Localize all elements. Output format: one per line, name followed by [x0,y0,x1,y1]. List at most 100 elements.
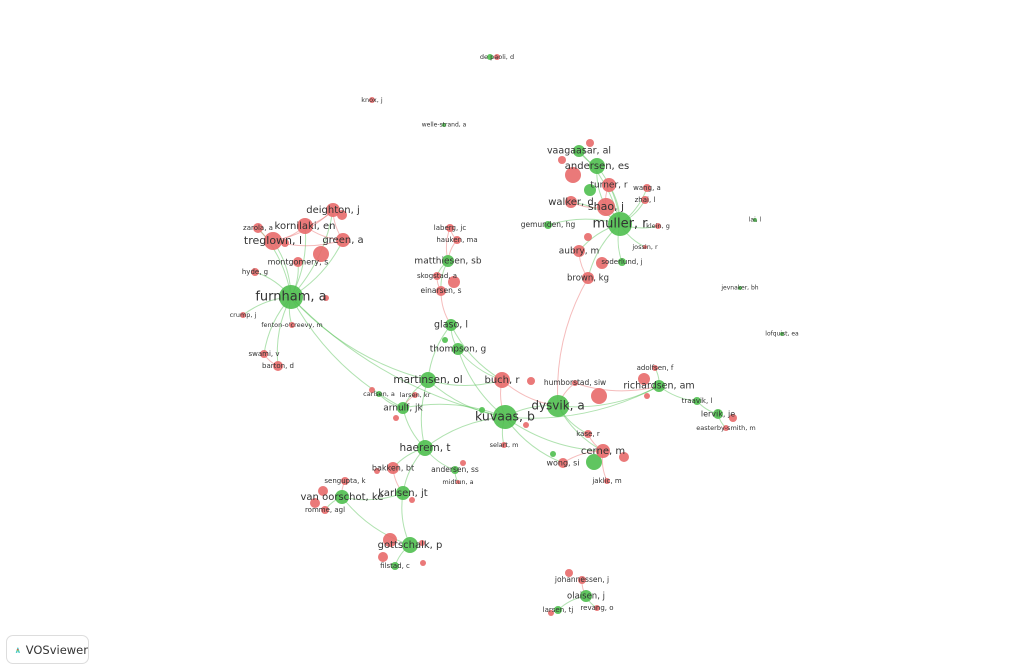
node-label[interactable]: jossin, r [631,243,658,251]
node-label[interactable]: wong, si [546,459,579,468]
node[interactable] [436,286,446,296]
node[interactable] [565,167,581,183]
node[interactable] [369,387,375,393]
node[interactable] [433,272,441,280]
node[interactable] [448,276,460,288]
node[interactable] [597,198,615,216]
node-label[interactable]: montgomery, s [268,258,329,267]
node[interactable] [723,425,729,431]
node[interactable] [643,245,647,249]
node[interactable] [442,123,446,127]
node-label[interactable]: karlsen, jt [378,488,427,499]
node-label[interactable]: matthiesen, sb [414,257,481,267]
node[interactable] [452,343,464,355]
node[interactable] [279,285,303,309]
node[interactable] [584,430,592,438]
node-label[interactable]: glaso, l [434,320,468,331]
node[interactable] [420,560,426,566]
node[interactable] [738,286,742,290]
node-label[interactable]: knox, j [361,96,383,104]
node[interactable] [602,178,616,192]
node-label[interactable]: jevnaker, bh [720,285,758,292]
node-label[interactable]: lai, l [749,217,762,224]
vosviewer-logo[interactable]: VOSviewer [6,635,89,664]
node[interactable] [573,145,585,157]
node[interactable] [565,196,577,208]
node[interactable] [240,312,246,318]
node[interactable] [548,610,554,616]
node-label[interactable]: olaisen, j [567,592,605,602]
node[interactable] [297,218,313,234]
node-label[interactable]: wang, a [633,184,661,192]
node-label[interactable]: midtun, a [442,478,473,486]
node-label[interactable]: de paoli, d [480,53,514,61]
node-label[interactable]: van oorschot, ke [301,492,384,503]
node[interactable] [251,268,259,276]
node-label[interactable]: soderlund, j [601,258,642,266]
node[interactable] [550,451,556,457]
node-label[interactable]: zhai, l [635,196,656,204]
node[interactable] [638,373,650,385]
node-label[interactable]: klein, g [646,222,670,230]
node[interactable] [293,257,303,267]
node-label[interactable]: kase, r [576,430,600,438]
node-label[interactable]: welle-strand, a [422,122,467,129]
node-label[interactable]: jaklic, m [591,477,621,485]
node[interactable] [572,380,578,386]
node[interactable] [281,239,289,247]
node-label[interactable]: gemunden, hg [521,220,576,229]
node[interactable] [442,337,448,343]
node-label[interactable]: einarsen, s [420,286,461,295]
node-label[interactable]: romme, agl [305,506,345,514]
node-label[interactable]: larsen, tj [543,606,574,614]
node[interactable] [604,478,610,484]
node-label[interactable]: laberg, jc [434,224,467,232]
node[interactable] [544,221,552,229]
node[interactable] [596,444,610,458]
node-label[interactable]: selart, m [490,441,519,449]
node-label[interactable]: larsen, kr [400,391,431,399]
node[interactable] [387,462,399,474]
node[interactable] [493,405,517,429]
node[interactable] [321,506,329,514]
node-label[interactable]: muller, r [592,217,648,232]
node[interactable] [494,372,510,388]
node-label[interactable]: hyde, g [242,268,268,276]
node[interactable] [310,498,320,508]
node[interactable] [409,497,415,503]
node[interactable] [383,533,397,547]
node[interactable] [586,454,602,470]
node-label[interactable]: revang, o [580,604,613,612]
node[interactable] [323,295,329,301]
node[interactable] [412,392,418,398]
node[interactable] [586,139,594,147]
node[interactable] [644,393,650,399]
node[interactable] [618,258,626,266]
node-label[interactable]: lervik, je [701,410,735,419]
node-label[interactable]: aubry, m [559,247,599,257]
node[interactable] [451,466,459,474]
node[interactable] [335,490,349,504]
node[interactable] [653,380,665,392]
node[interactable] [376,391,382,397]
node[interactable] [273,361,283,371]
node[interactable] [643,184,651,192]
node-label[interactable]: andersen, es [565,161,630,172]
node[interactable] [260,350,268,358]
node[interactable] [419,540,425,546]
node[interactable] [608,212,632,236]
node-label[interactable]: carlsen, a [363,390,395,398]
node[interactable] [336,233,350,247]
node-label[interactable]: cerne, m [581,446,625,457]
node-label[interactable]: shao, j [588,200,624,213]
node[interactable] [341,477,349,485]
node-label[interactable]: hauken, ma [436,236,477,244]
node[interactable] [584,184,596,196]
node[interactable] [264,232,282,250]
node-label[interactable]: turner, r [590,181,627,191]
node-label[interactable]: crump, j [230,311,257,319]
node[interactable] [780,332,784,336]
node-label[interactable]: zarola, a [243,224,273,232]
node[interactable] [729,414,737,422]
node[interactable] [619,452,629,462]
